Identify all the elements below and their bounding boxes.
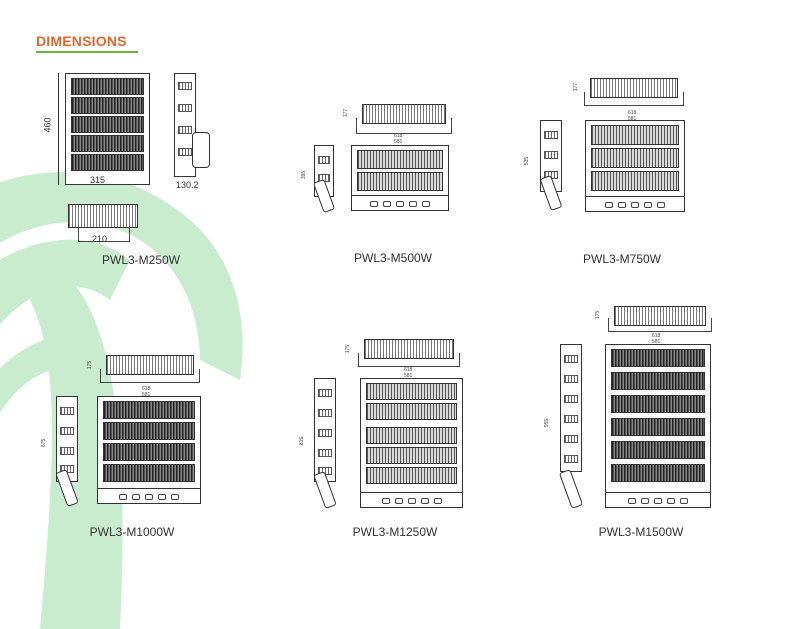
front-view (605, 344, 711, 508)
outer-width-dimension: 618 (628, 110, 637, 116)
bracket-dimension: 177 (343, 108, 350, 118)
mount-bracket (608, 318, 712, 332)
watermark-palm-logo (0, 172, 243, 629)
width-dimension-line (65, 184, 150, 185)
mount-bracket-side (192, 132, 210, 168)
inner-width-dimension: 581 (394, 139, 403, 145)
model-label: PWL3-M750W (582, 252, 662, 266)
height-dimension-line (58, 73, 59, 185)
bracket-dimension: 175 (345, 344, 352, 354)
front-view (351, 145, 449, 211)
front-view (65, 73, 150, 185)
height-dimension: 955 (544, 418, 551, 428)
top-view (590, 78, 678, 98)
inner-width-dimension: 581 (628, 116, 637, 122)
depth-dimension: 130.2 (176, 180, 199, 190)
inner-width-dimension: 581 (142, 392, 151, 398)
mount-bracket (356, 118, 452, 134)
top-view (106, 355, 194, 375)
model-label: PWL3-M1500W (598, 525, 684, 539)
side-view (56, 396, 78, 482)
height-dimension: 675 (41, 438, 48, 448)
model-label: PWL3-M1250W (352, 525, 438, 539)
front-view (360, 378, 463, 508)
inner-width-dimension: 581 (404, 373, 413, 379)
mount-arm (558, 469, 584, 509)
bottom-bracket (78, 226, 130, 242)
title-underline (36, 51, 138, 53)
height-dimension: 460 (42, 117, 53, 133)
top-view (614, 306, 706, 326)
outer-width-dimension: 618 (404, 367, 413, 373)
outer-width-dimension: 618 (652, 333, 661, 339)
model-label: PWL3-M1000W (89, 525, 175, 539)
side-view (314, 378, 336, 482)
mount-bracket (584, 92, 684, 106)
outer-width-dimension: 618 (394, 133, 403, 139)
inner-width-dimension: 581 (652, 339, 661, 345)
bottom-view (68, 204, 138, 228)
bracket-dimension: 175 (595, 310, 602, 320)
model-label: PWL3-M250W (101, 253, 181, 267)
height-dimension: 535 (524, 156, 531, 166)
front-view (97, 396, 201, 504)
outer-width-dimension: 618 (142, 386, 151, 392)
mount-bracket (100, 369, 200, 383)
height-dimension: 395 (301, 170, 308, 180)
top-view (364, 339, 454, 359)
side-view (174, 73, 196, 177)
front-view (585, 120, 685, 212)
mount-bracket (358, 353, 460, 367)
bracket-dimension: 177 (573, 82, 580, 92)
model-label: PWL3-M500W (353, 251, 433, 265)
bracket-dimension: 175 (87, 360, 94, 370)
width-dimension: 315 (90, 175, 106, 185)
side-view (540, 120, 562, 192)
page-title: DIMENSIONS (36, 33, 127, 49)
height-dimension: 815 (299, 436, 306, 446)
side-view (560, 344, 582, 472)
bottom-width-dimension: 210 (92, 234, 108, 244)
top-view (362, 104, 446, 124)
